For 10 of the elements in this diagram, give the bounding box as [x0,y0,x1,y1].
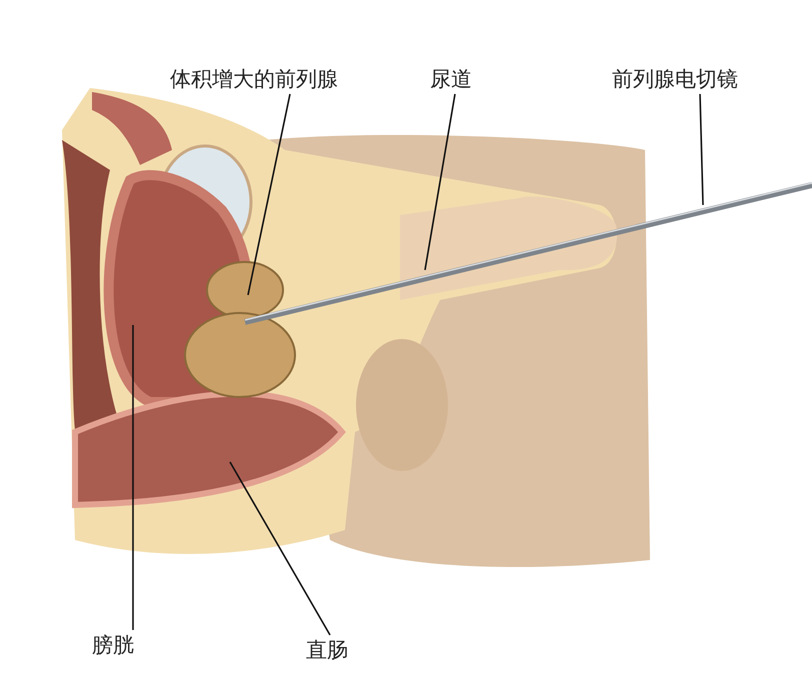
part-label: 直肠 [306,637,348,663]
part-label: 体积增大的前列腺 [170,66,338,92]
leader-line [424,94,456,270]
part-label: 膀胱 [92,632,134,658]
leader-line [699,94,704,206]
leader-line [247,94,291,296]
leader-line [132,325,134,630]
leader-line [229,462,331,636]
part-label: 尿道 [430,66,472,92]
part-label: 前列腺电切镜 [612,66,738,92]
